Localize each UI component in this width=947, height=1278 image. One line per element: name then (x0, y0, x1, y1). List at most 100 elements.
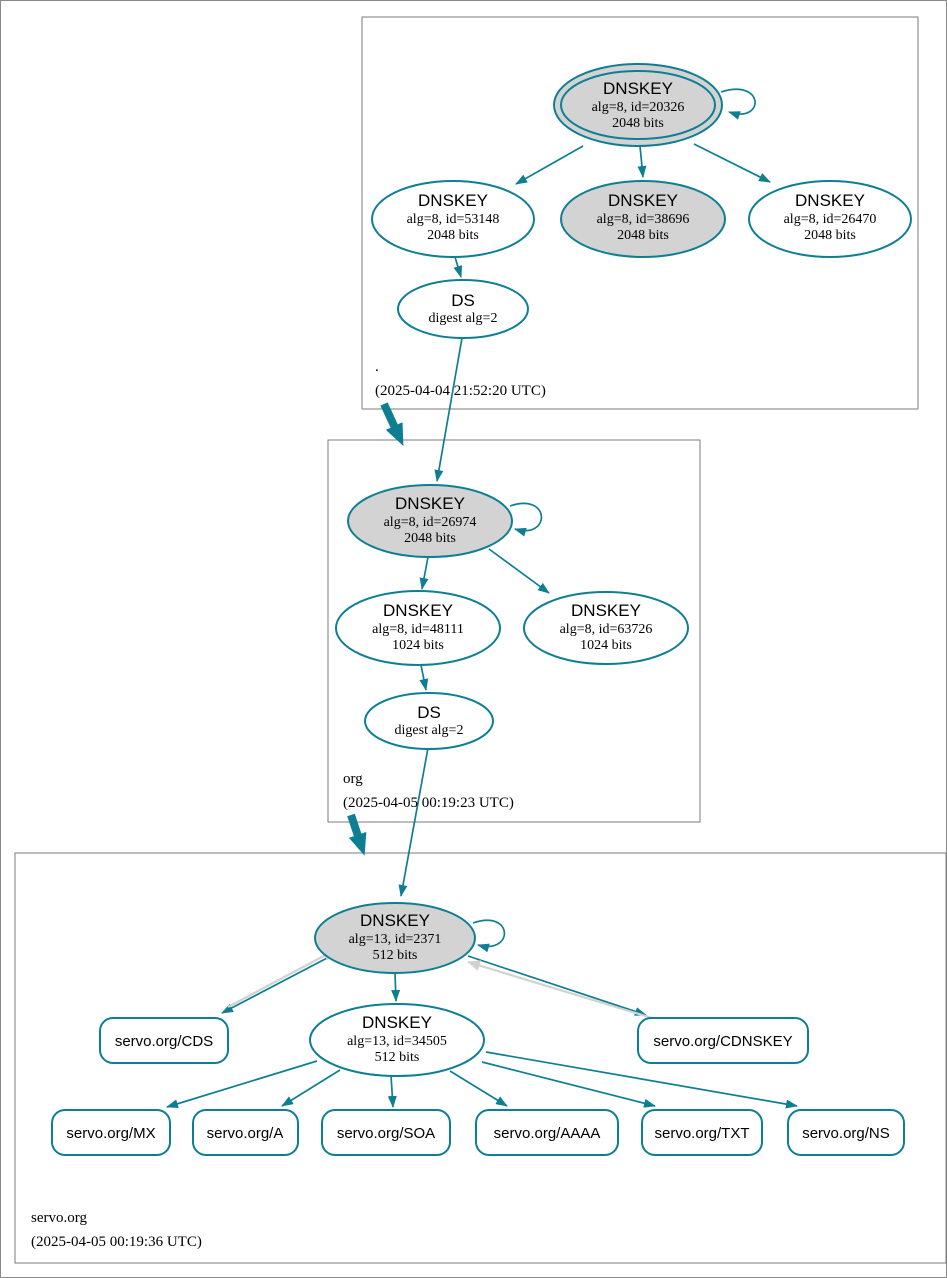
root-zsk-26470-title: DNSKEY (795, 191, 865, 210)
root-zsk-53148-detail: alg=8, id=53148 (407, 212, 500, 227)
org-ksk-dnskey-26974[interactable]: DNSKEY alg=8, id=26974 2048 bits (347, 484, 513, 558)
org-zone-label: org (343, 771, 363, 787)
edge-zsk-53148-to-root-ds (453, 256, 463, 278)
servo-zone-label: servo.org (31, 1210, 87, 1226)
root-zone-label: . (375, 359, 379, 375)
edge-zsk-34505-to-ns (485, 1051, 798, 1109)
root-ksk-dnskey-20326[interactable]: DNSKEY alg=8, id=20326 2048 bits (553, 63, 723, 147)
servo-a-rect[interactable] (192, 1109, 299, 1156)
edge-org-ksk-to-zsk-48111 (419, 556, 429, 590)
servo-aaaa-label: servo.org/AAAA (494, 1125, 601, 1142)
servo-aaaa-record[interactable]: servo.org/AAAA (475, 1109, 619, 1156)
servo-cds-rect[interactable] (99, 1017, 229, 1064)
edge-zsk-34505-to-mx (166, 1060, 318, 1109)
org-ksk-ellipse[interactable] (347, 484, 513, 558)
servo-ns-record[interactable]: servo.org/NS (787, 1109, 905, 1156)
root-zsk-53148-ellipse[interactable] (371, 180, 535, 258)
root-ksk-outer-ellipse[interactable] (553, 63, 723, 147)
org-zsk-dnskey-48111[interactable]: DNSKEY alg=8, id=48111 1024 bits (335, 590, 501, 666)
edge-zsk-34505-to-aaaa (449, 1070, 508, 1107)
self-sign-loop-org-ksk (509, 502, 543, 537)
servo-ksk-bits: 512 bits (373, 948, 418, 963)
servo-a-label: servo.org/A (207, 1125, 284, 1142)
servo-ksk-ellipse[interactable] (314, 902, 476, 974)
root-zsk-26470-detail: alg=8, id=26470 (784, 212, 877, 227)
servo-zone-timestamp: (2025-04-05 00:19:36 UTC) (31, 1234, 202, 1250)
servo-soa-record[interactable]: servo.org/SOA (321, 1109, 451, 1156)
servo-ksk-title: DNSKEY (360, 911, 430, 930)
servo-ns-label: servo.org/NS (802, 1125, 890, 1142)
org-zsk-48111-ellipse[interactable] (335, 590, 501, 666)
delegation-arrow-root-to-org (380, 402, 404, 446)
servo-txt-rect[interactable] (641, 1109, 763, 1156)
edge-servo-ksk-to-cds (221, 956, 330, 1014)
root-ksk-inner-ellipse (560, 70, 716, 140)
org-ksk-bits: 2048 bits (404, 531, 456, 546)
root-zone-timestamp: (2025-04-04 21:52:20 UTC) (375, 383, 546, 399)
servo-txt-label: servo.org/TXT (654, 1125, 749, 1142)
servo-ksk-dnskey-2371[interactable]: DNSKEY alg=13, id=2371 512 bits (314, 902, 476, 974)
edge-root-ksk-to-zsk-53148 (515, 145, 584, 185)
org-zsk-63726-ellipse[interactable] (523, 591, 689, 665)
edge-zsk-48111-to-org-ds (419, 664, 429, 691)
edges-layer (166, 88, 798, 1109)
root-zsk-dnskey-53148[interactable]: DNSKEY alg=8, id=53148 2048 bits (371, 180, 535, 258)
edge-cds-to-servo-ksk-gray (227, 949, 336, 1008)
org-zone-timestamp: (2025-04-05 00:19:23 UTC) (343, 795, 514, 811)
org-zsk-48111-title: DNSKEY (383, 601, 453, 620)
root-zsk-53148-title: DNSKEY (418, 191, 488, 210)
servo-txt-record[interactable]: servo.org/TXT (641, 1109, 763, 1156)
root-ds-ellipse[interactable] (397, 279, 529, 339)
servo-zsk-ellipse[interactable] (309, 1003, 485, 1077)
root-ds-detail: digest alg=2 (429, 311, 498, 326)
root-zsk-dnskey-38696[interactable]: DNSKEY alg=8, id=38696 2048 bits (560, 180, 726, 258)
servo-soa-rect[interactable] (321, 1109, 451, 1156)
servo-soa-label: servo.org/SOA (337, 1125, 435, 1142)
servo-zsk-dnskey-34505[interactable]: DNSKEY alg=13, id=34505 512 bits (309, 1003, 485, 1077)
root-zsk-dnskey-26470[interactable]: DNSKEY alg=8, id=26470 2048 bits (748, 180, 912, 258)
edge-root-ksk-to-zsk-38696 (637, 145, 647, 178)
root-zsk-38696-ellipse[interactable] (560, 180, 726, 258)
root-zsk-26470-bits: 2048 bits (804, 228, 856, 243)
servo-a-record[interactable]: servo.org/A (192, 1109, 299, 1156)
org-zsk-63726-title: DNSKEY (571, 601, 641, 620)
root-zsk-38696-title: DNSKEY (608, 191, 678, 210)
servo-zone-box (14, 852, 947, 1264)
servo-ns-rect[interactable] (787, 1109, 905, 1156)
servo-aaaa-rect[interactable] (475, 1109, 619, 1156)
servo-cdnskey-record[interactable]: servo.org/CDNSKEY (637, 1017, 809, 1064)
org-ds-ellipse[interactable] (364, 692, 494, 750)
edge-root-ds-to-org-ksk (434, 337, 463, 482)
org-zsk-63726-detail: alg=8, id=63726 (560, 622, 653, 637)
root-ds-node[interactable]: DS digest alg=2 (397, 279, 529, 339)
servo-mx-rect[interactable] (51, 1109, 171, 1156)
edge-org-ds-to-servo-ksk (398, 747, 429, 897)
edge-cdnskey-to-servo-ksk-gray (467, 960, 653, 1020)
servo-mx-record[interactable]: servo.org/MX (51, 1109, 171, 1156)
servo-mx-label: servo.org/MX (66, 1125, 155, 1142)
edge-zsk-34505-to-soa (387, 1074, 397, 1108)
self-sign-loop-servo-ksk (472, 919, 506, 953)
root-zsk-53148-bits: 2048 bits (427, 228, 479, 243)
servo-cdnskey-label: servo.org/CDNSKEY (653, 1033, 792, 1050)
root-ksk-bits: 2048 bits (612, 116, 664, 131)
delegation-arrow-org-to-servo (347, 813, 367, 856)
org-ksk-detail: alg=8, id=26974 (384, 515, 477, 530)
org-ds-detail: digest alg=2 (395, 723, 464, 738)
edge-org-ksk-to-zsk-63726 (488, 548, 550, 594)
servo-cds-record[interactable]: servo.org/CDS (99, 1017, 229, 1064)
root-zsk-26470-ellipse[interactable] (748, 180, 912, 258)
root-ksk-detail: alg=8, id=20326 (592, 100, 685, 115)
org-ds-title: DS (417, 703, 441, 722)
org-zone-box (327, 439, 701, 823)
org-zsk-dnskey-63726[interactable]: DNSKEY alg=8, id=63726 1024 bits (523, 591, 689, 665)
org-zsk-48111-bits: 1024 bits (392, 638, 444, 653)
edge-servo-ksk-to-zsk-34505 (391, 972, 401, 1002)
edge-zsk-34505-to-a (281, 1069, 341, 1107)
servo-cdnskey-rect[interactable] (637, 1017, 809, 1064)
root-ds-title: DS (451, 291, 475, 310)
servo-zsk-detail: alg=13, id=34505 (347, 1034, 447, 1049)
org-ds-node[interactable]: DS digest alg=2 (364, 692, 494, 750)
root-zsk-38696-detail: alg=8, id=38696 (597, 212, 690, 227)
